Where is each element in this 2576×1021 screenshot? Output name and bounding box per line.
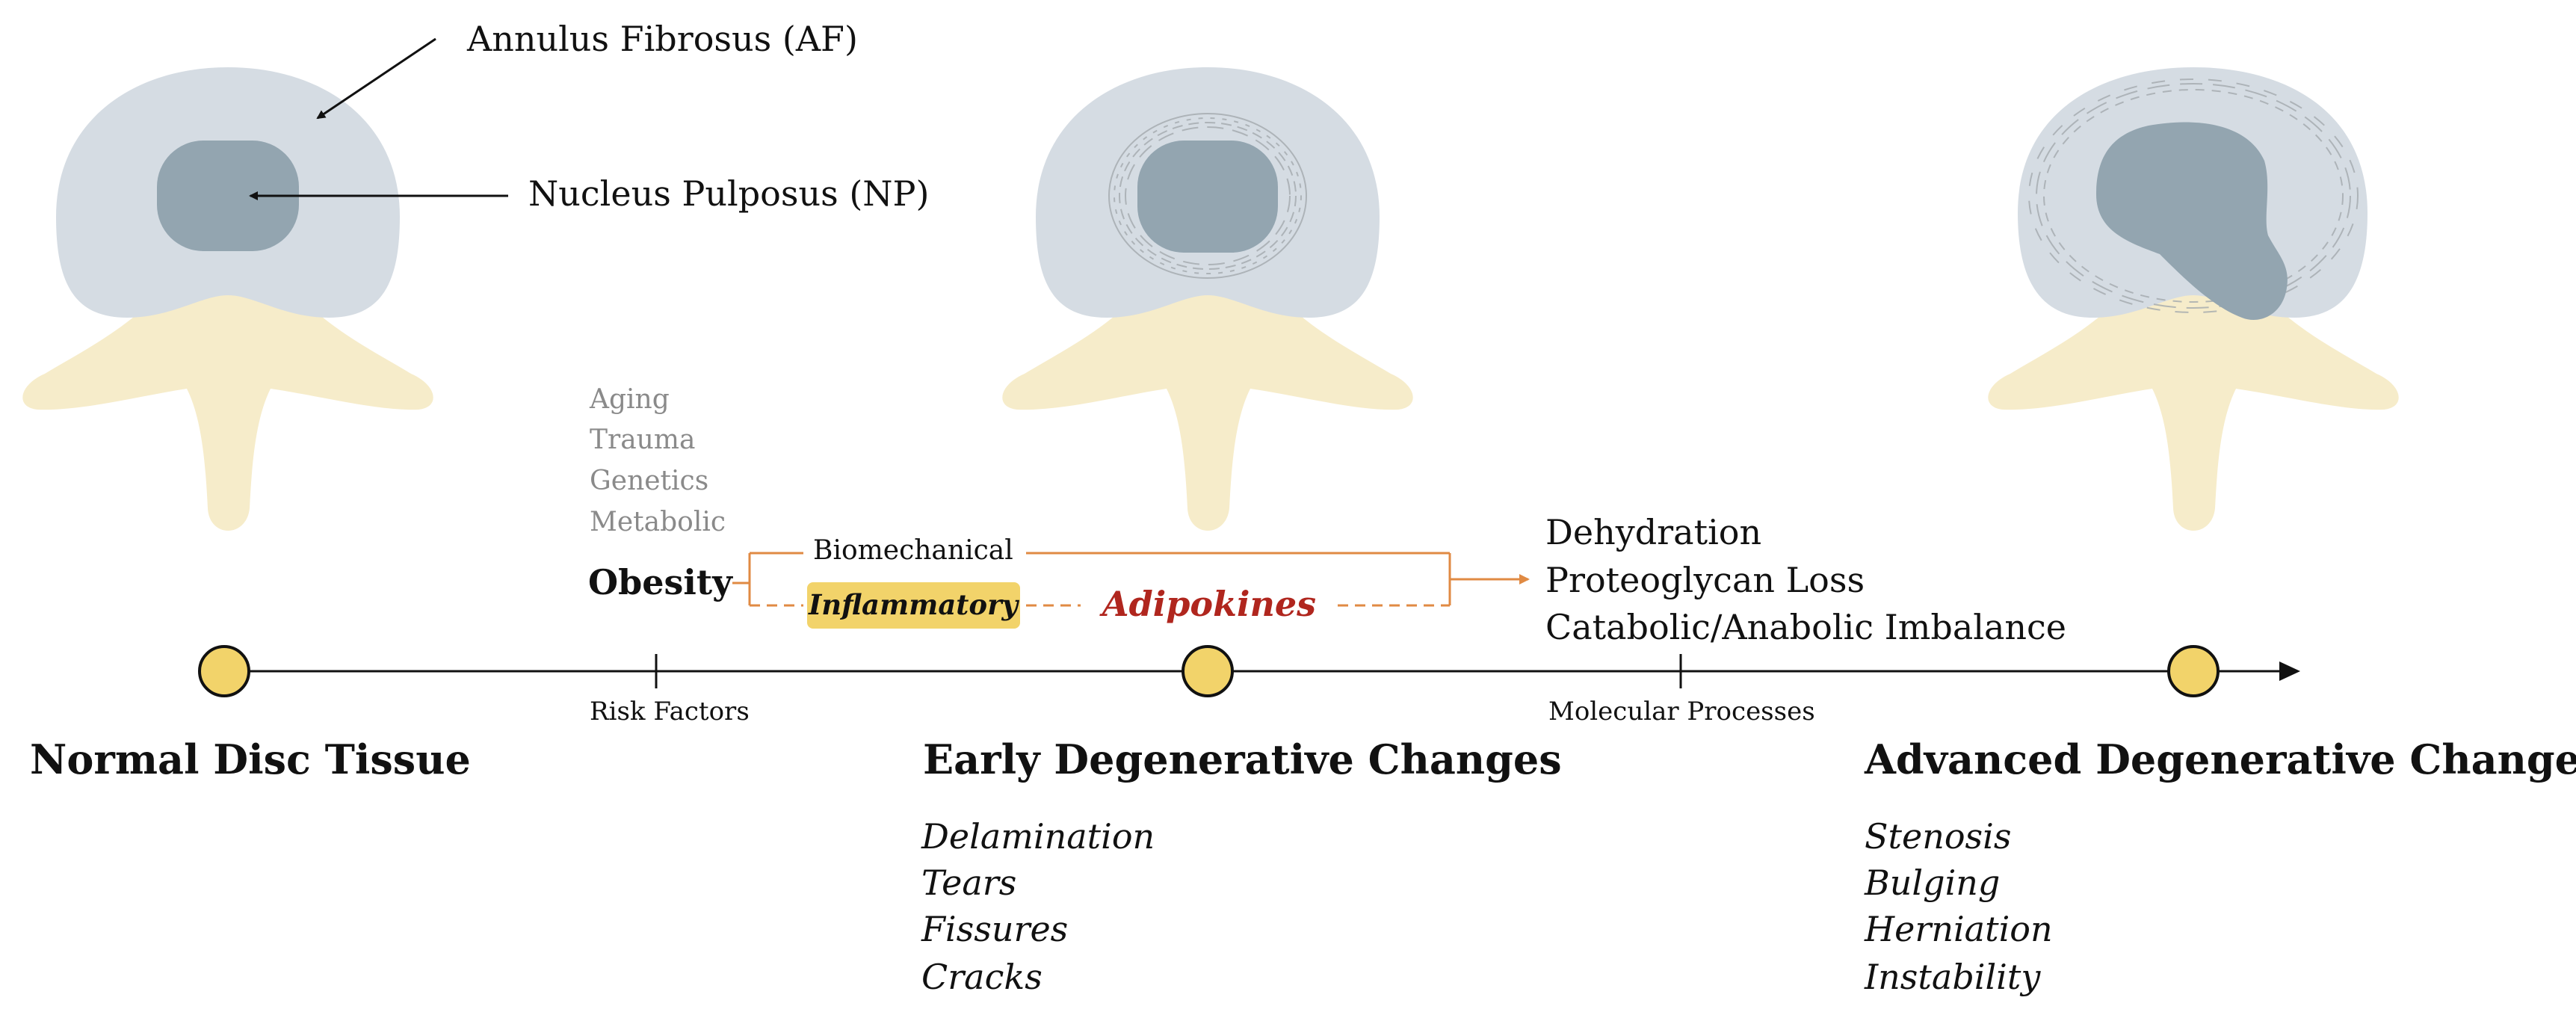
timeline: Risk Factors Molecular Processes (198, 645, 2300, 727)
stage-title-advanced: Advanced Degenerative Changes (1864, 735, 2576, 783)
molecular-item: Catabolic/Anabolic Imbalance (1545, 607, 2066, 647)
nucleus-early (1137, 141, 1278, 253)
obesity-connectors (732, 552, 1530, 607)
annulus-fissures-advanced (2028, 78, 2359, 313)
molecular-item: Dehydration (1545, 512, 1761, 552)
risk-factor-list: Aging Trauma Genetics Metabolic (589, 384, 726, 537)
tick-label-molecular-processes: Molecular Processes (1548, 697, 1815, 727)
risk-factor-item: Metabolic (590, 507, 726, 537)
stage-title-normal: Normal Disc Tissue (30, 735, 471, 783)
risk-factor-item: Aging (589, 384, 670, 415)
feature-item: Instability (1864, 957, 2041, 997)
tick-label-risk-factors: Risk Factors (590, 697, 750, 727)
risk-factor-item: Trauma (590, 425, 695, 455)
nucleus-normal (157, 141, 299, 251)
nucleus-label-group: Nucleus Pulposus (NP) (249, 173, 929, 214)
risk-factor-item: Genetics (590, 466, 708, 496)
molecular-process-list: Dehydration Proteoglycan Loss Catabolic/… (1545, 512, 2066, 647)
feature-item: Tears (921, 863, 1016, 903)
advanced-feature-list: Stenosis Bulging Herniation Instability (1864, 816, 2053, 997)
nucleus-label: Nucleus Pulposus (NP) (528, 173, 929, 214)
stage-marker-advanced (2167, 645, 2220, 697)
annulus-label-group: Annulus Fibrosus (AF) (316, 19, 858, 120)
feature-item: Cracks (921, 957, 1043, 997)
early-feature-list: Delamination Tears Fissures Cracks (921, 816, 1155, 997)
vertebra-bone-early (1002, 292, 1413, 531)
stage-title-early: Early Degenerative Changes (923, 735, 1562, 783)
vertebra-early (1002, 67, 1413, 531)
vertebra-bone-normal (22, 292, 433, 531)
molecular-item: Proteoglycan Loss (1545, 560, 1865, 600)
inflammatory-badge: Inflammatory (807, 582, 1020, 629)
vertebra-advanced (1988, 67, 2399, 531)
annulus-label: Annulus Fibrosus (AF) (466, 19, 858, 59)
feature-item: Stenosis (1865, 816, 2011, 857)
annulus-pointer-arrow (316, 37, 436, 120)
vertebra-bone-advanced (1988, 292, 2399, 531)
annulus-fissures-early (1108, 113, 1307, 279)
obesity-label: Obesity (588, 562, 733, 602)
stage-marker-early (1182, 645, 1234, 697)
timeline-arrowhead (2279, 661, 2300, 681)
inflammatory-label: Inflammatory (808, 588, 1020, 621)
feature-item: Bulging (1864, 863, 2000, 903)
feature-item: Herniation (1864, 909, 2053, 949)
feature-item: Fissures (921, 909, 1068, 949)
adipokines-label: Adipokines (1099, 584, 1316, 624)
stage-marker-normal (198, 645, 250, 697)
nucleus-herniated (2096, 122, 2288, 321)
vertebra-normal (22, 67, 433, 531)
biomechanical-label: Biomechanical (813, 535, 1013, 566)
feature-item: Delamination (921, 816, 1155, 857)
